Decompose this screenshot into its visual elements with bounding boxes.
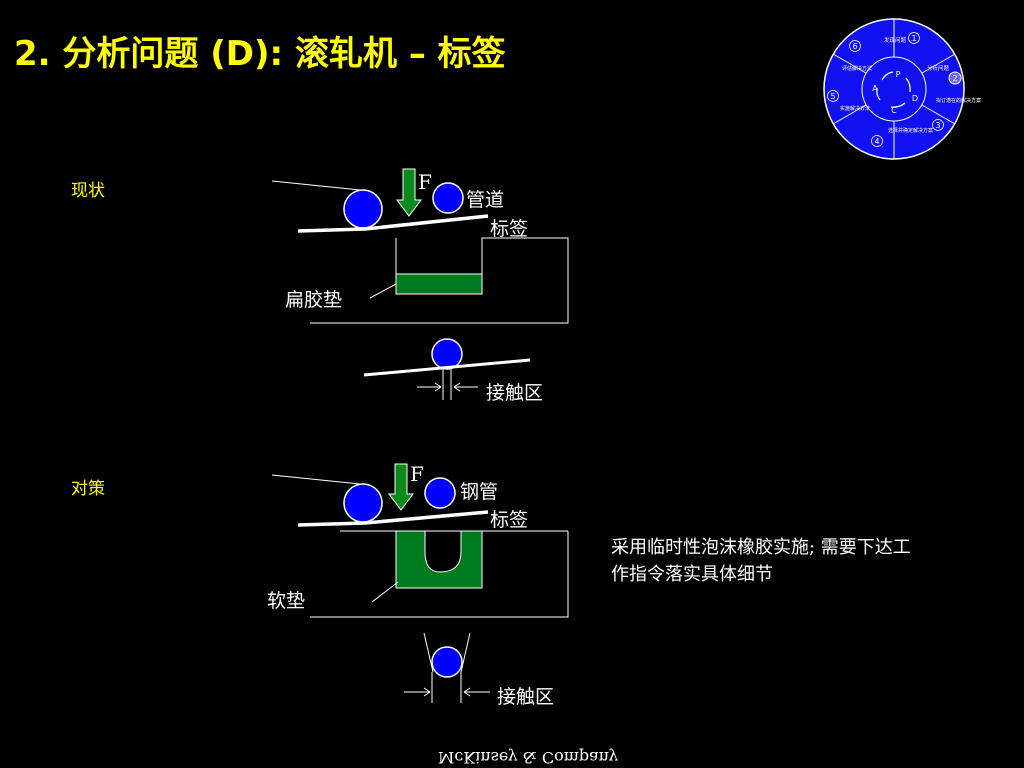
cm-force-label: F [410,462,424,486]
cm-leader-line [271,474,361,485]
process-wheel: 1 2 3 4 5 6 发现问题 分析问题 拟订潜在的解决方案 选择并确定解决方… [823,18,981,160]
wheel-text-4: 选择并确定解决方案 [888,127,933,134]
current-section-label: 现状 [71,181,105,201]
current-tag-label: 标签 [490,218,529,240]
current-force-arrow-icon [396,168,422,217]
current-roller-large [343,189,383,229]
current-force-label: F [418,170,432,194]
current-roller-small [432,182,464,214]
countermeasure-section-label: 对策 [71,479,105,499]
cm-base [310,531,569,618]
countermeasure-diagram [271,463,569,703]
current-contact-roller [431,338,463,370]
cm-soft-pad [395,530,483,589]
wheel-num-5: 5 [830,92,835,101]
current-diagram [271,168,569,400]
wheel-num-3: 3 [935,121,940,130]
countermeasure-note: 采用临时性泡沫橡胶实施; 需要下达工作指令落实具体细节 [611,537,911,585]
pdca-arrow-2 [905,77,911,93]
wheel-spokes [832,19,956,159]
wheel-segment-texts: 发现问题 分析问题 拟订潜在的解决方案 选择并确定解决方案 实施解决方法 评估解… [840,36,981,134]
cm-tag-label: 标签 [490,509,529,531]
wheel-num-1: 1 [911,34,916,43]
wheel-num-6: 6 [852,42,857,51]
current-contact-arrow-left-icon [417,382,442,392]
current-pad-label: 扁胶垫 [285,289,343,311]
cm-contact-arrow-left-icon [404,687,431,697]
wheel-highlight [948,71,962,85]
cm-label-strip [297,510,489,527]
wheel-num-2: 2 [952,74,957,83]
cm-pipe-label: 钢管 [460,481,499,503]
page-title: 2. 分析问题 (D): 滚轧机 – 标签 [14,34,506,74]
cm-contact-roller [431,646,463,678]
wheel-text-5: 实施解决方法 [840,105,870,112]
pdca-a: A [872,84,878,93]
pdca-cycle: P D C A [872,70,918,115]
cm-roller-large [343,483,383,523]
pdca-c: C [891,106,897,115]
cm-pad-label: 软垫 [267,590,306,612]
current-contact-strip [363,358,531,377]
cm-contact-arrow-right-icon [463,687,490,697]
wheel-num-4: 4 [874,137,879,146]
current-contact-arrow-right-icon [453,382,478,392]
cm-force-arrow-icon [388,463,414,511]
current-pad-leader [369,283,397,299]
wheel-text-6: 评估解决方法 [842,65,872,72]
pdca-arrow-1 [881,71,894,81]
current-flat-pad [395,273,483,295]
pdca-d: D [912,94,918,103]
footer-brand: McKinsey & Company [438,748,619,767]
pdca-p: P [896,70,901,79]
current-contact-label: 接触区 [486,382,544,404]
current-label-strip [297,214,489,233]
cm-contact-label: 接触区 [497,686,555,708]
current-leader-line [271,180,361,191]
wheel-text-3: 拟订潜在的解决方案 [936,97,981,104]
current-pipe-label: 管道 [466,189,505,211]
wheel-text-1: 发现问题 [884,36,907,44]
pdca-arrow-3 [890,102,906,108]
wheel-text-2: 分析问题 [927,64,950,72]
cm-pad-leader [371,581,399,603]
cm-roller-small [424,477,456,509]
cm-contact-wrap [423,632,471,673]
wheel-numbers: 1 2 3 4 5 6 [827,32,958,147]
pdca-arrow-4 [876,87,881,101]
